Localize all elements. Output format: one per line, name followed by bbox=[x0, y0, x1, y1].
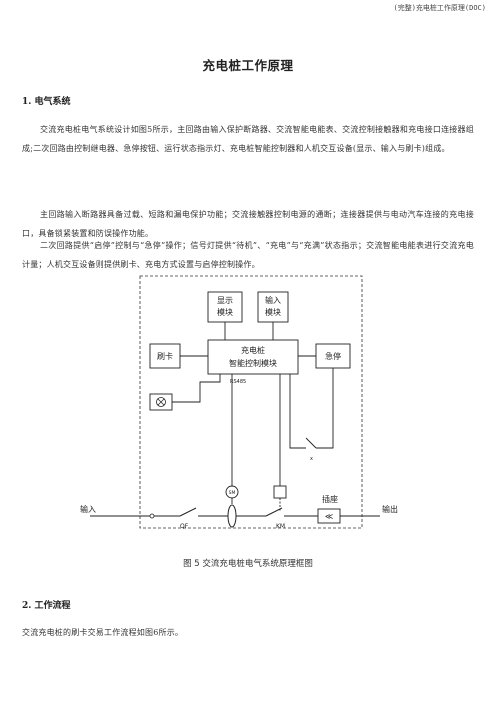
card-reader-label: 刷卡 bbox=[157, 351, 173, 361]
running-header: (完整)充电桩工作原理(DOC) bbox=[393, 4, 486, 12]
qf-breaker bbox=[179, 507, 197, 517]
system-diagram: 显示 模块 输入 模块 充电桩 智能控制模块 刷卡 急停 RS485 bbox=[80, 275, 398, 530]
socket-symbol: ≪ bbox=[317, 508, 341, 524]
display-module-label-1: 显示 bbox=[217, 296, 233, 305]
display-module-label-2: 模块 bbox=[217, 307, 233, 317]
input-module-box: 输入 模块 bbox=[257, 291, 289, 323]
input-module-label-1: 输入 bbox=[265, 295, 281, 305]
energy-meter-symbol: SM bbox=[225, 485, 239, 499]
paragraph-secondary-circuit: 二次回路提供“启停”控制与“急停”操作；信号灯提供“待机”、“充电”与“充满”状… bbox=[22, 241, 474, 269]
qf-label: QF bbox=[180, 523, 189, 530]
controller-label-1: 充电桩 bbox=[241, 345, 265, 355]
section-heading-electrical: 1. 电气系统 bbox=[22, 97, 71, 107]
km-contactor bbox=[265, 507, 283, 517]
paragraph-system-overview: 交流充电桩电气系统设计如图5所示，主回路由输入保护断路器、交流智能电能表、交流控… bbox=[22, 125, 474, 153]
meter-label: SM bbox=[229, 490, 236, 496]
cabinet-boundary bbox=[139, 275, 363, 529]
emergency-stop-label: 急停 bbox=[325, 351, 341, 361]
page-title: 充电桩工作原理 bbox=[202, 58, 294, 73]
section-heading-workflow: 2. 工作流程 bbox=[22, 601, 71, 611]
emergency-stop-box: 急停 bbox=[315, 343, 351, 369]
display-module-box: 显示 模块 bbox=[207, 291, 243, 323]
socket-label: 插座 bbox=[322, 494, 338, 504]
paragraph-main-circuit: 主回路输入断路器具备过载、短路和漏电保护功能；交流接触器控制电源的通断；连接器提… bbox=[22, 210, 474, 238]
card-reader-box: 刷卡 bbox=[149, 343, 181, 369]
figure-caption: 图 5 交流充电桩电气系统原理框图 bbox=[183, 559, 313, 569]
controller-label-2: 智能控制模块 bbox=[229, 358, 277, 368]
output-label: 输出 bbox=[382, 504, 398, 514]
input-label: 输入 bbox=[80, 504, 96, 514]
rs485-label: RS485 bbox=[230, 379, 246, 385]
km-label: KM bbox=[276, 523, 285, 530]
input-module-label-2: 模块 bbox=[265, 307, 281, 317]
svg-text:≪: ≪ bbox=[325, 512, 333, 521]
paragraph-workflow: 交流充电桩的刷卡交易工作流程如图6所示。 bbox=[22, 628, 184, 637]
contactor-coil bbox=[273, 485, 287, 499]
x-mark: x bbox=[310, 456, 313, 462]
controller-box: 充电桩 智能控制模块 bbox=[207, 339, 299, 375]
indicator-lamp bbox=[149, 393, 173, 411]
